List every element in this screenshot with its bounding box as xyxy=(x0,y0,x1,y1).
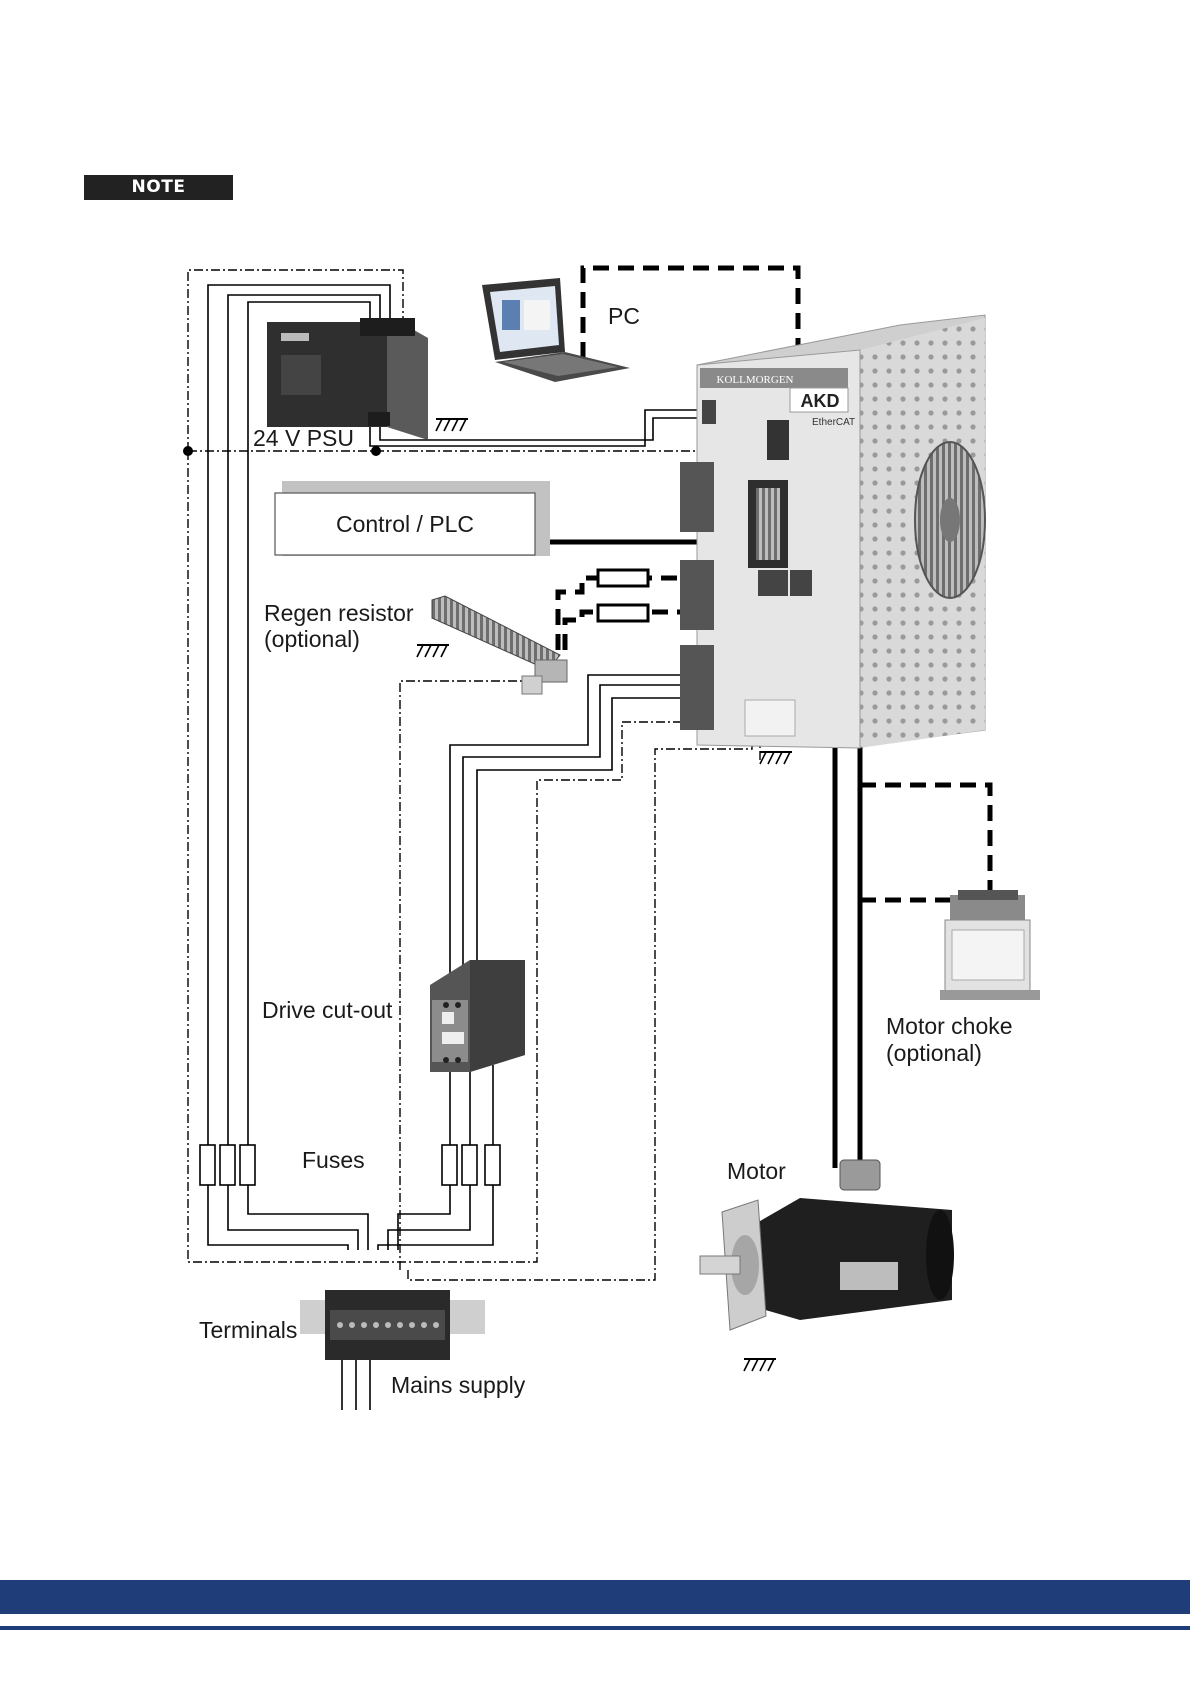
terminal-block xyxy=(300,1290,485,1360)
label-drive-cutout: Drive cut-out xyxy=(262,997,393,1023)
drive-cutout-contactor xyxy=(430,960,525,1072)
fuses-left xyxy=(200,1145,255,1185)
label-mains-supply: Mains supply xyxy=(391,1372,526,1398)
label-motor: Motor xyxy=(727,1158,786,1184)
label-choke-line2: (optional) xyxy=(886,1040,982,1066)
motor-choke xyxy=(940,890,1040,1000)
label-fuses: Fuses xyxy=(302,1147,365,1173)
akd-drive: KOLLMORGEN AKD EtherCAT xyxy=(680,315,985,748)
drive-brand: KOLLMORGEN xyxy=(717,374,794,386)
regen-resistor xyxy=(432,596,567,694)
fuses-right xyxy=(442,1145,500,1185)
psu-24v xyxy=(267,318,428,440)
regen-link-boxes xyxy=(598,570,648,621)
footer-rule xyxy=(0,1626,1190,1630)
drive-model: AKD xyxy=(801,391,840,411)
thin-wiring xyxy=(208,285,700,1410)
footer-band xyxy=(0,1580,1190,1614)
label-regen-line2: (optional) xyxy=(264,626,360,652)
label-choke-line1: Motor choke xyxy=(886,1013,1013,1039)
label-control-plc: Control / PLC xyxy=(336,511,474,537)
laptop-pc xyxy=(482,278,630,382)
label-terminals: Terminals xyxy=(199,1317,297,1343)
drive-bus-label: EtherCAT xyxy=(812,417,855,428)
servo-motor xyxy=(700,1160,954,1330)
label-regen-line1: Regen resistor xyxy=(264,600,414,626)
label-psu: 24 V PSU xyxy=(253,425,354,451)
label-pc: PC xyxy=(608,303,640,329)
